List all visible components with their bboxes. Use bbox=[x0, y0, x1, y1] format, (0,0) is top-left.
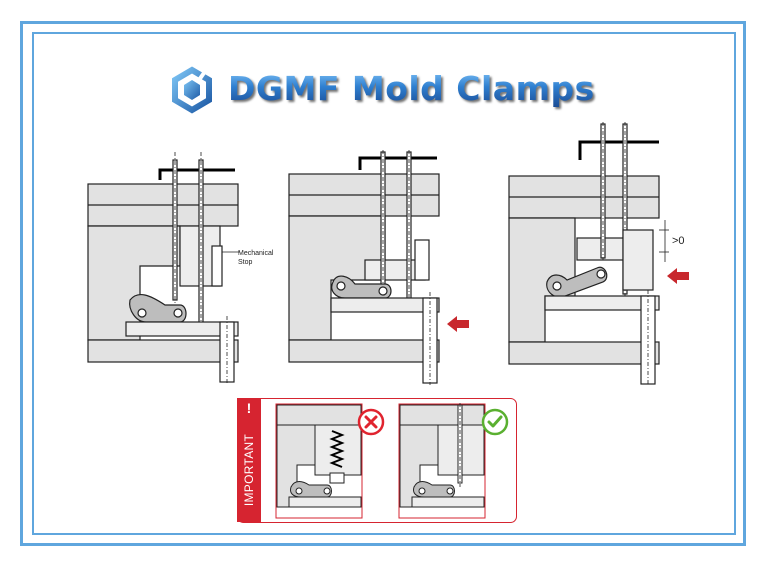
important-label: IMPORTANT bbox=[242, 433, 256, 507]
clamp-diagram-3 bbox=[508, 122, 689, 386]
inner-frame bbox=[32, 32, 736, 535]
mechanical-stop-callout: Mechanical Stop bbox=[238, 250, 274, 266]
important-tab bbox=[237, 398, 261, 522]
check-circle-icon bbox=[481, 408, 509, 436]
direction-arrow bbox=[667, 268, 689, 284]
direction-arrow bbox=[447, 316, 469, 332]
x-circle-icon bbox=[357, 408, 385, 436]
important-mark: ! bbox=[246, 400, 252, 416]
dgmf-logo-icon bbox=[172, 66, 212, 114]
svg-text:>0: >0 bbox=[672, 235, 685, 247]
outer-frame bbox=[20, 21, 746, 546]
callout-line-1: Mechanical bbox=[238, 250, 274, 257]
gap-label: >0 bbox=[672, 235, 685, 247]
clamp-diagram-1 bbox=[87, 152, 240, 385]
brand-title: DGMF Mold Clamps bbox=[228, 66, 595, 112]
wrong-example-diagram bbox=[275, 403, 363, 519]
clamp-diagram-2 bbox=[288, 150, 469, 385]
right-example-diagram bbox=[398, 403, 486, 519]
callout-line-2: Stop bbox=[238, 259, 253, 266]
